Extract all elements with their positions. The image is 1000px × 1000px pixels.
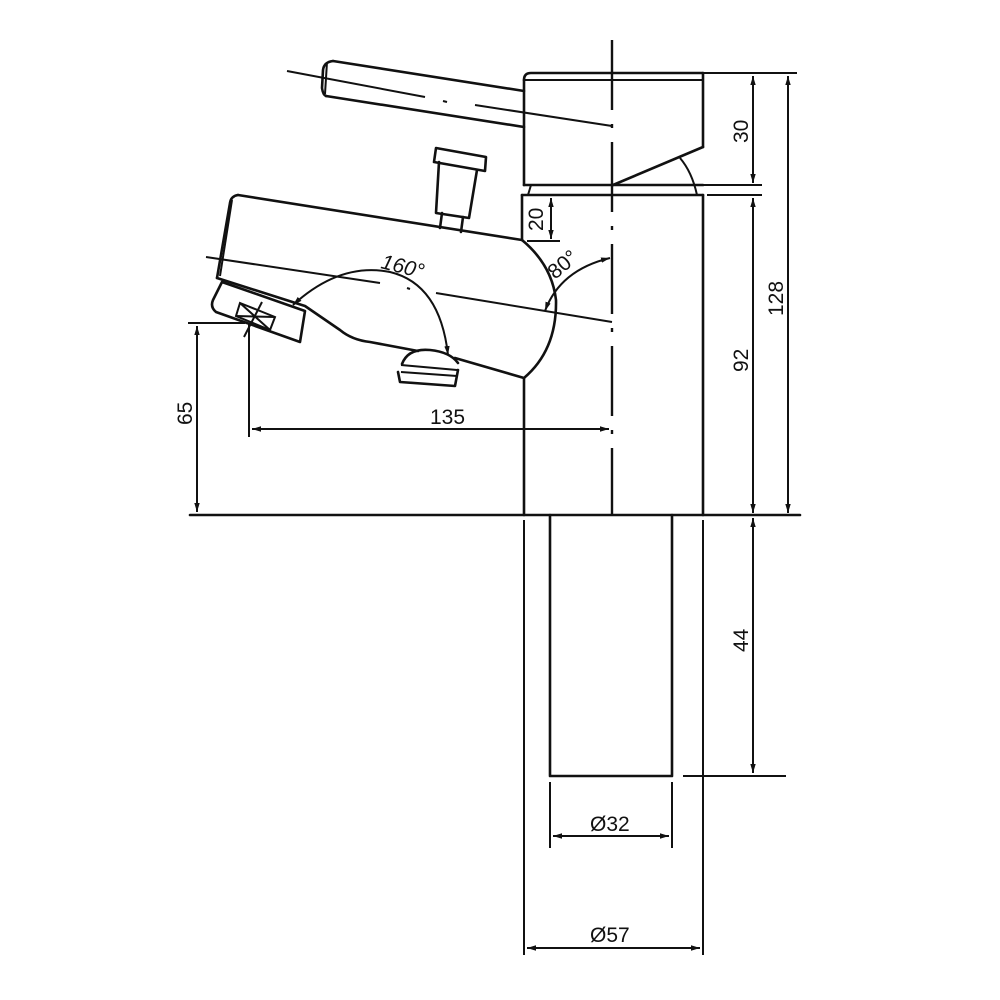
dim-body-92: 92 <box>707 194 762 513</box>
dim-20-label: 20 <box>525 208 548 231</box>
handle-cap <box>522 71 705 196</box>
aerator-down <box>396 348 460 388</box>
dim-tail-44: 44 <box>683 518 786 777</box>
dim-d32-label: Ø32 <box>590 813 630 836</box>
dim-spout-65: 65 <box>174 322 245 512</box>
lever-handle <box>286 59 613 129</box>
tail-shank <box>523 513 704 955</box>
dim-reach-135: 135 <box>248 323 609 437</box>
tap-body <box>520 193 705 517</box>
dim-135-label: 135 <box>430 406 465 429</box>
dim-30-label: 30 <box>730 120 753 143</box>
popup-knob <box>432 146 488 234</box>
dim-44-label: 44 <box>730 628 753 652</box>
dim-92-label: 92 <box>730 349 753 372</box>
dim-gap-20: 20 <box>525 198 560 242</box>
dim-total-128: 128 <box>765 76 791 513</box>
dim-tail-dia-32: Ø32 <box>549 782 673 848</box>
aerator-tilted <box>210 280 307 344</box>
dim-base-dia-57: Ø57 <box>527 924 700 951</box>
handle-angle-annotation: 80° <box>543 246 611 312</box>
dim-handle-30: 30 <box>703 72 797 186</box>
swivel-angle-label: 160° <box>379 251 427 284</box>
dim-d57-label: Ø57 <box>590 924 630 947</box>
swivel-angle-annotation: 160° <box>292 251 450 356</box>
dim-65-label: 65 <box>174 402 197 425</box>
dim-128-label: 128 <box>765 281 788 316</box>
